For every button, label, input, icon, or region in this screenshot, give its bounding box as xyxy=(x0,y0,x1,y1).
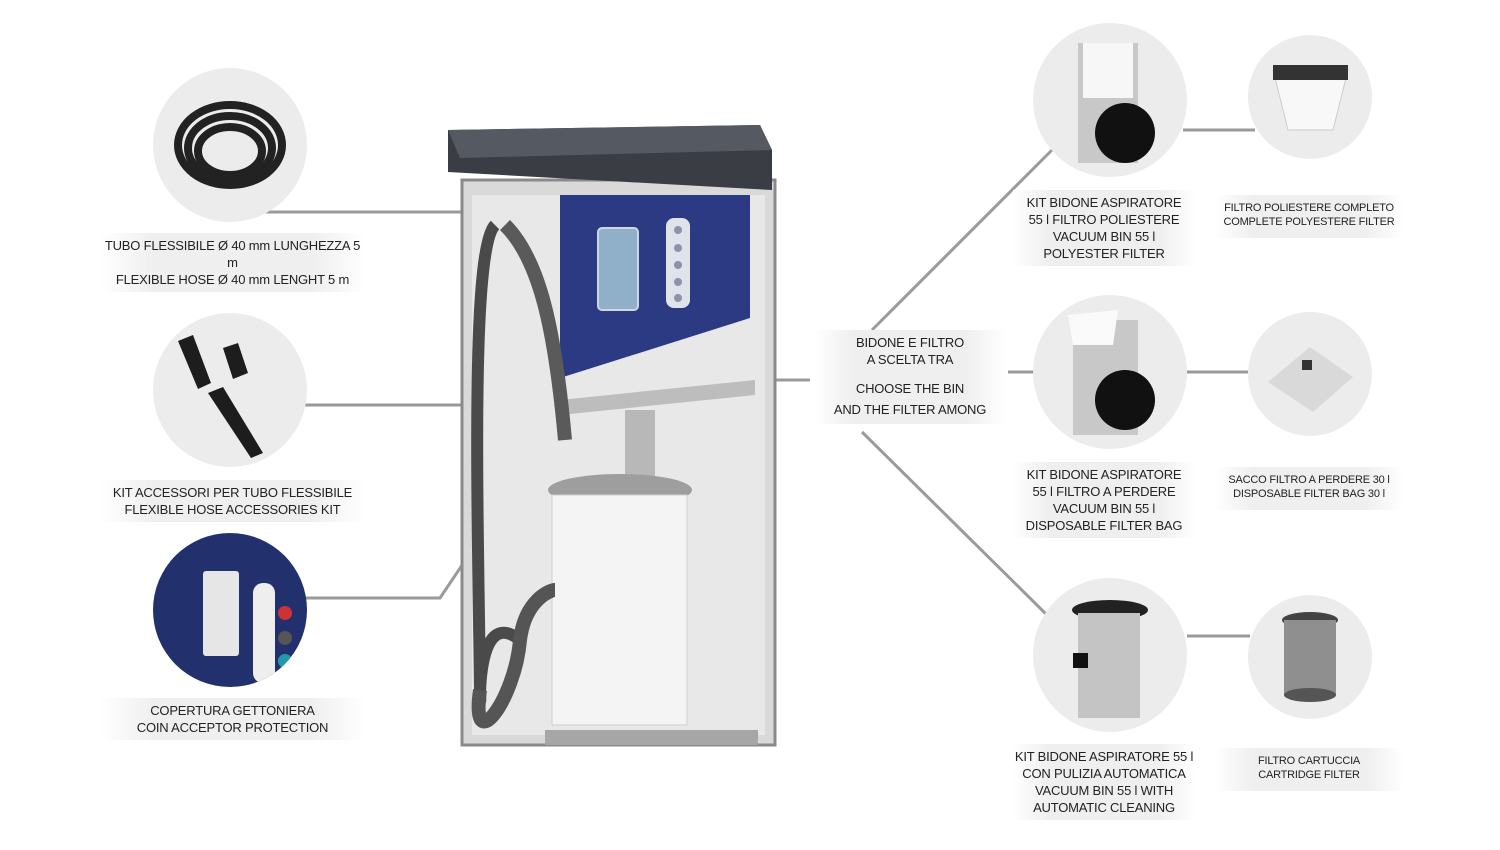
hose-label-en: FLEXIBLE HOSE Ø 40 mm LENGHT 5 m xyxy=(115,272,350,287)
kit1-line: VACUUM BIN 55 l xyxy=(1052,229,1156,244)
bin-choice-label: BIDONE E FILTRO A SCELTA TRA CHOOSE THE … xyxy=(815,330,1005,424)
kit3-image xyxy=(1033,578,1187,732)
filter1-line: FILTRO POLIESTERE COMPLETO xyxy=(1224,202,1394,214)
accessories-label-it: KIT ACCESSORI PER TUBO FLESSIBILE xyxy=(112,485,353,500)
bin-choice-en-2: AND THE FILTER AMONG xyxy=(833,402,987,417)
kit1-line: POLYESTER FILTER xyxy=(1043,246,1165,261)
kit2-line: 55 l FILTRO A PERDERE xyxy=(1032,484,1176,499)
hose-label: TUBO FLESSIBILE Ø 40 mm LUNGHEZZA 5 m FL… xyxy=(100,233,365,292)
cartridge-filter-image xyxy=(1248,595,1372,719)
polyester-filter-image xyxy=(1248,35,1372,159)
kit1-image xyxy=(1033,23,1187,177)
filter3-label: FILTRO CARTUCCIA CARTRIDGE FILTER xyxy=(1215,748,1403,791)
coin-label-it: COPERTURA GETTONIERA xyxy=(150,703,315,718)
filter2-line: DISPOSABLE FILTER BAG 30 l xyxy=(1233,488,1385,500)
kit3-line: CON PULIZIA AUTOMATICA xyxy=(1022,766,1186,781)
coin-acceptor-image xyxy=(153,533,307,687)
bin-choice-en-1: CHOOSE THE BIN xyxy=(855,381,965,396)
kit1-label: KIT BIDONE ASPIRATORE 55 l FILTRO POLIES… xyxy=(1013,190,1195,266)
connector-kit3 xyxy=(860,430,1048,616)
kit2-line: DISPOSABLE FILTER BAG xyxy=(1025,518,1183,533)
kit3-line: AUTOMATIC CLEANING xyxy=(1033,800,1175,815)
kit2-line: KIT BIDONE ASPIRATORE xyxy=(1026,467,1182,482)
filter2-line: SACCO FILTRO A PERDERE 30 l xyxy=(1228,474,1390,486)
coin-label: COPERTURA GETTONIERA COIN ACCEPTOR PROTE… xyxy=(100,698,365,740)
kit3-line: KIT BIDONE ASPIRATORE 55 l xyxy=(1014,749,1194,764)
kit2-image xyxy=(1033,295,1187,449)
kit1-line: 55 l FILTRO POLIESTERE xyxy=(1028,212,1180,227)
filter1-label: FILTRO POLIESTERE COMPLETO COMPLETE POLY… xyxy=(1215,195,1403,238)
kit1-line: KIT BIDONE ASPIRATORE xyxy=(1026,195,1182,210)
accessories-label: KIT ACCESSORI PER TUBO FLESSIBILE FLEXIB… xyxy=(100,480,365,522)
filter3-line: CARTRIDGE FILTER xyxy=(1258,769,1360,781)
accessories-image xyxy=(153,313,307,467)
filter2-label: SACCO FILTRO A PERDERE 30 l DISPOSABLE F… xyxy=(1215,467,1403,510)
hose-label-it: TUBO FLESSIBILE Ø 40 mm LUNGHEZZA 5 m xyxy=(104,238,361,270)
bin-choice-it-1: BIDONE E FILTRO xyxy=(856,335,964,350)
filter-bag-image xyxy=(1248,312,1372,436)
coin-label-en: COIN ACCEPTOR PROTECTION xyxy=(136,720,329,735)
accessories-label-en: FLEXIBLE HOSE ACCESSORIES KIT xyxy=(124,502,341,517)
kit2-label: KIT BIDONE ASPIRATORE 55 l FILTRO A PERD… xyxy=(1013,462,1195,538)
filter1-line: COMPLETE POLYESTERE FILTER xyxy=(1223,216,1395,228)
hose-image xyxy=(153,68,307,222)
connector-kit1 xyxy=(870,148,1054,332)
bin-choice-it-2: A SCELTA TRA xyxy=(866,352,954,367)
kit2-line: VACUUM BIN 55 l xyxy=(1052,501,1156,516)
kit3-line: VACUUM BIN 55 l WITH xyxy=(1034,783,1174,798)
kit3-label: KIT BIDONE ASPIRATORE 55 l CON PULIZIA A… xyxy=(1013,744,1195,820)
filter3-line: FILTRO CARTUCCIA xyxy=(1257,755,1361,767)
